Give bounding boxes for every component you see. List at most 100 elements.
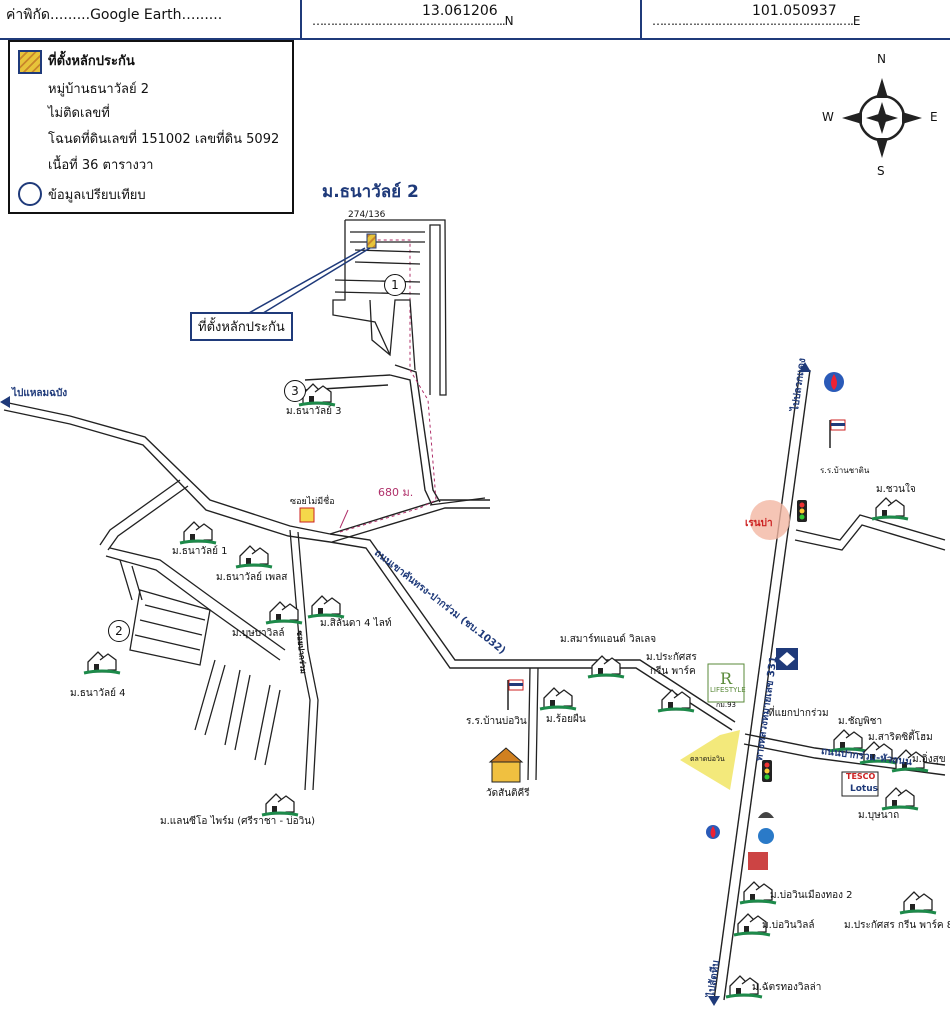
traffic-light-icon xyxy=(797,500,807,522)
legend-village: หมู่บ้านธนาวัลย์ 2 xyxy=(48,82,149,97)
property-hatch-icon xyxy=(18,50,42,74)
place-label: ม.สาริตซิตี้โฮม xyxy=(868,732,933,743)
compass-n: N xyxy=(877,52,886,66)
road-spur xyxy=(527,667,539,781)
coordinate-header: ค่าพิกัด.........Google Earth…...... 13.… xyxy=(0,0,950,40)
gas-station-icon xyxy=(824,372,844,392)
comparable-3: 3 xyxy=(284,380,306,402)
place-label: ม.บ่อวินเมืองทอง 2 xyxy=(770,890,853,901)
callout-pointer xyxy=(239,247,371,319)
route-dashed xyxy=(339,239,437,533)
road-1032 xyxy=(329,533,736,731)
route-pointer xyxy=(339,509,349,529)
soi-marker xyxy=(299,507,315,523)
place-label: ที่แยกปากร่วม xyxy=(768,708,829,719)
place-label: ม.ธนาวัลย์ 3 xyxy=(286,406,342,417)
place-label: ม.บุษนาถ xyxy=(858,810,900,821)
place-label: TESCO xyxy=(846,772,876,781)
west-arrow xyxy=(0,396,10,408)
market-area xyxy=(680,730,740,790)
road-west xyxy=(3,401,331,543)
north-arrow-road xyxy=(799,362,811,372)
place-label: ม.ธนาวัลย์ 1 xyxy=(172,546,228,557)
longitude-dots: ……………………………………………….E xyxy=(652,14,860,28)
header-divider xyxy=(300,0,302,38)
place-label: ม.ประกัศสร กรีน พาร์ค 8 xyxy=(844,920,950,931)
legend-area: เนื้อที่ 36 ตารางวา xyxy=(48,158,154,173)
road-331 xyxy=(713,369,811,1001)
place-label: ม.ธนาวัลย์ เพลส xyxy=(216,572,288,583)
legend-deed: โฉนดที่ดินเลขที่ 151002 เลขที่ดิน 5092 xyxy=(48,132,280,147)
header-divider xyxy=(640,0,642,38)
village-2-layout xyxy=(332,219,447,396)
distance-label: 680 ม. xyxy=(378,486,414,499)
latitude-dots: ……………………………………………..N xyxy=(312,14,514,28)
western-subdivision xyxy=(99,479,286,766)
house-icon xyxy=(82,650,122,675)
place-label: Lotus xyxy=(850,784,878,794)
coord-label: ค่าพิกัด.........Google Earth…...... xyxy=(6,7,223,23)
place-label: ม.สมาร์ทแอนด์ วิลเลจ xyxy=(560,634,657,645)
temple-icon xyxy=(488,747,524,783)
compass-s: S xyxy=(877,164,885,178)
house-icon xyxy=(870,496,910,521)
svg-text:R: R xyxy=(720,669,733,688)
latitude-value: 13.061206 xyxy=(422,3,498,19)
place-label: ม.อิ่งสุข xyxy=(912,754,946,765)
place-label: LIFESTYLE xyxy=(710,686,746,694)
intersection-zone xyxy=(750,500,790,540)
plot-number: 274/136 xyxy=(348,210,386,220)
place-label: ม.ธนาวัลย์ 4 xyxy=(70,688,126,699)
road-northeast xyxy=(794,514,946,551)
gas-station-icon xyxy=(706,825,720,839)
property-marker xyxy=(366,233,377,249)
place-label: กม.93 xyxy=(716,701,736,709)
place-label: ม.บุษบาวิลล์ xyxy=(232,628,285,639)
road-south xyxy=(289,529,319,791)
comparable-circle-icon xyxy=(18,182,42,206)
comparable-1: 1 xyxy=(384,274,406,296)
lat-cell: 13.061206 ……………………………………………..N xyxy=(312,0,642,36)
house-icon xyxy=(178,520,218,545)
soi-label: ซอยไม่มีชื่อ xyxy=(290,497,335,507)
compass-rose xyxy=(842,78,922,158)
map-title: ม.ธนาวัลย์ 2 xyxy=(322,182,419,202)
house-icon xyxy=(586,654,626,679)
road-top-east xyxy=(429,497,486,506)
house-icon xyxy=(306,594,346,619)
place-label: ม.ร้อยผืน xyxy=(546,714,586,725)
place-label: ร.ร.บ้านชาติน xyxy=(820,466,870,475)
road-label-west: ไปแหลมฉบัง xyxy=(12,388,68,399)
property-callout: ที่ตั้งหลักประกัน xyxy=(190,312,293,341)
house-icon xyxy=(898,890,938,915)
lifestyle-logo: R xyxy=(707,663,745,703)
place-label: วัดสันติคีรี xyxy=(486,788,530,799)
legend-no-number: ไม่ติดเลขที่ xyxy=(48,106,110,121)
house-icon xyxy=(656,688,696,713)
place-label: ม.แลนซีโอ ไพร์ม (ศรีราชา - บ่อวิน) xyxy=(160,816,315,827)
legend-property: ที่ตั้งหลักประกัน xyxy=(48,54,135,69)
place-label: กรีน พาร์ค xyxy=(650,666,696,677)
place-label: ม.ชวนใจ xyxy=(876,484,916,495)
legend-comparable: ข้อมูลเปรียบเทียบ xyxy=(48,188,146,203)
bank-icon xyxy=(758,828,774,844)
house-icon xyxy=(538,686,578,711)
south-arrow-road xyxy=(708,996,720,1006)
road-label: เรนบ่า xyxy=(745,518,773,529)
compass-w: W xyxy=(822,110,834,124)
traffic-light-icon xyxy=(762,760,772,782)
place-label: ร.ร.บ้านบ่อวิน xyxy=(466,716,527,727)
road-soi xyxy=(304,364,490,543)
house-icon xyxy=(234,544,274,569)
place-label: ม.สิลันดา 4 ไลท์ xyxy=(320,618,392,629)
place-label: ม.บ่อวินวิลล์ xyxy=(762,920,815,931)
longitude-value: 101.050937 xyxy=(752,3,837,19)
tesco-logo-box xyxy=(841,771,879,797)
place-label: ม.ชัญพิชา xyxy=(838,716,883,727)
place-label: ตลาดบ่อวิน xyxy=(690,755,725,763)
house-icon xyxy=(880,786,920,811)
shell-icon xyxy=(758,812,774,818)
bank-icon xyxy=(776,648,798,670)
place-label: ม.ประกัศสร xyxy=(646,652,697,663)
